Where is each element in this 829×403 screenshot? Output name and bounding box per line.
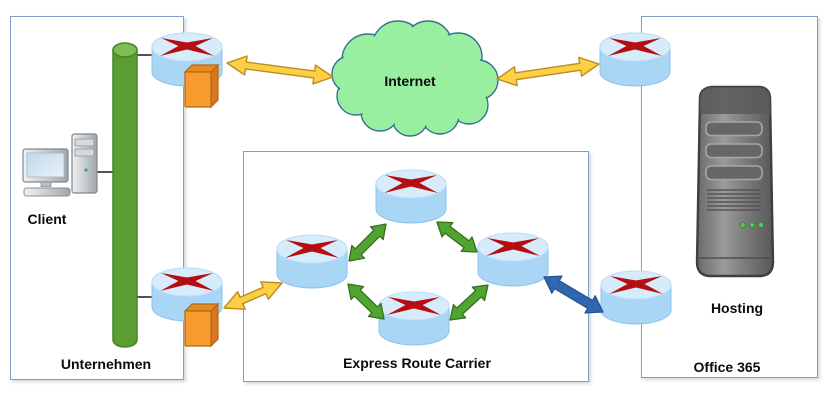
internet-cloud-fill <box>333 22 497 135</box>
router-erc-right <box>477 232 549 287</box>
express-route-carrier-label: Express Route Carrier <box>343 355 491 371</box>
connection-erc-left-router--erc-top-router <box>348 223 387 262</box>
connection-arrows <box>223 55 604 321</box>
lan-backbone-bar <box>112 42 138 348</box>
client-computer-icon <box>22 133 98 197</box>
router-erc-top <box>375 169 447 224</box>
firewall-icon-top <box>184 64 219 108</box>
router-office365-bottom <box>600 270 672 325</box>
connection-erc-bottom-router--erc-right-router <box>449 284 489 321</box>
hosting-label: Hosting <box>710 300 764 316</box>
unternehmen-label: Unternehmen <box>60 356 152 372</box>
router-erc-left <box>276 234 348 289</box>
connection-unternehmen-bottom-router--erc-left-router <box>223 281 283 310</box>
hosting-server-icon <box>695 85 775 278</box>
internet-label: Internet <box>384 73 436 89</box>
router-erc-bottom <box>378 291 450 346</box>
connection-erc-top-router--erc-right-router <box>436 221 478 253</box>
router-office365-top <box>599 32 671 87</box>
connection-unternehmen-top-router--internet-cloud <box>226 55 334 85</box>
client-label: Client <box>27 211 67 227</box>
office365-label: Office 365 <box>693 359 761 375</box>
connection-erc-left-router--erc-bottom-router <box>347 283 385 320</box>
connection-internet-cloud--office365-top-router <box>496 56 600 87</box>
connection-erc-right-router--office365-bottom-router <box>543 275 604 314</box>
firewall-icon-bottom <box>184 303 219 347</box>
